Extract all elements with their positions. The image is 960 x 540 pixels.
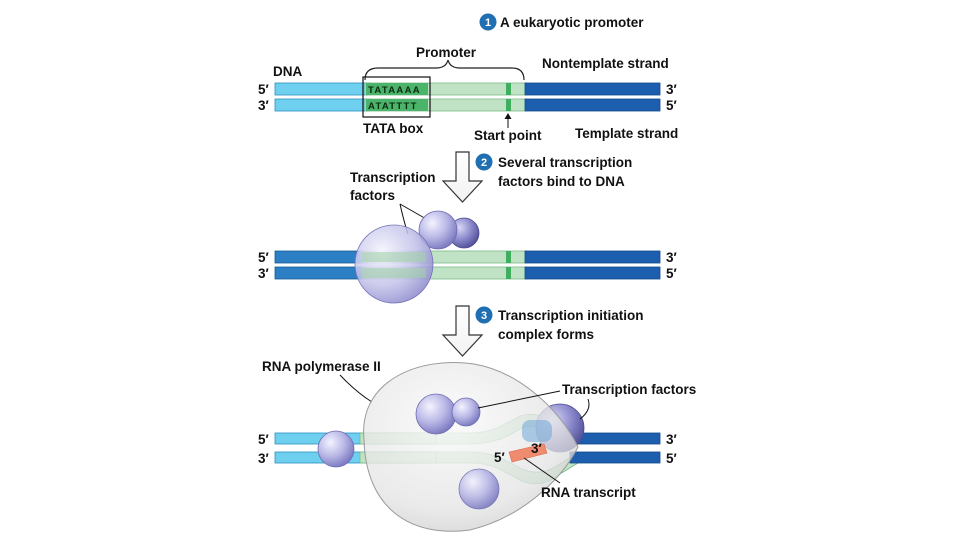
start-point-marker-bottom: [506, 99, 511, 111]
rna-polymerase-label: RNA polymerase II: [262, 359, 381, 374]
tf-medium: [418, 210, 458, 250]
dna-label: DNA: [273, 64, 302, 79]
five-prime-bottom-right: 5′: [666, 98, 677, 113]
tata-box-label: TATA box: [363, 121, 424, 136]
strand2-bottom-dark: [524, 266, 661, 280]
promoter-label: Promoter: [416, 45, 477, 60]
tf-bottom: [458, 468, 500, 510]
three-prime-bottom-left-2: 3′: [258, 266, 269, 281]
step1-header: 1 A eukaryotic promoter: [479, 13, 644, 31]
strand-top-light: [274, 82, 371, 96]
start-point2-bottom: [506, 267, 511, 279]
strand-bottom-light: [274, 98, 371, 112]
tata-sequence-bottom: ATATTTT: [368, 101, 418, 112]
nontemplate-strand-label: Nontemplate strand: [542, 56, 669, 71]
strand2-top-light: [274, 250, 368, 264]
three-prime-bottom-left: 3′: [258, 98, 269, 113]
tf-green-band-top: [362, 252, 426, 262]
dna-step2: [274, 250, 661, 280]
five-prime-top-left: 5′: [258, 82, 269, 97]
strand2-bottom-light: [274, 266, 368, 280]
tf-top-medium: [415, 393, 457, 435]
tf-green-band-bottom: [362, 268, 426, 278]
five-prime-top-left-2: 5′: [258, 250, 269, 265]
step3-title-line2: complex forms: [498, 327, 594, 342]
step2-title-line1: Several transcription: [498, 155, 632, 170]
transcription-factors-label-line2: factors: [350, 188, 395, 203]
transcription-factors-step2: [354, 210, 480, 304]
rna-transcript-pointer: [523, 457, 561, 484]
tf-large-tata-binding: [354, 224, 434, 304]
rna-transcript: [508, 443, 548, 463]
five-prime-bottom-right-2: 5′: [666, 266, 677, 281]
start-point-arrow: [504, 113, 512, 128]
five-prime-top-left-3: 5′: [258, 432, 269, 447]
initiation-complex: [317, 362, 585, 532]
tata-box-fill-top: [366, 83, 428, 95]
promoter-brace: [364, 59, 525, 81]
strand2-top-dark: [524, 250, 661, 264]
strand3-bottom-right: [569, 451, 661, 464]
tata-sequence-top: TATAAAA: [368, 85, 421, 96]
rna-five-prime: 5′: [494, 450, 505, 465]
step1-title: A eukaryotic promoter: [500, 15, 644, 30]
tata-box-outline: [362, 76, 431, 118]
rna-three-prime: 3′: [531, 441, 542, 456]
down-arrow-2: [441, 305, 484, 357]
rna-transcript-label: RNA transcript: [541, 485, 636, 500]
step2-number: 2: [481, 157, 487, 169]
tf-pointer-3b: [579, 398, 590, 420]
three-prime-bottom-left-3: 3′: [258, 451, 269, 466]
step2-title-line2: factors bind to DNA: [498, 174, 625, 189]
tf-top-small: [451, 397, 481, 427]
step1-number: 1: [485, 17, 491, 29]
three-prime-top-right: 3′: [666, 82, 677, 97]
step1-badge: [479, 13, 497, 31]
rna-polymerase-pointer: [339, 374, 373, 403]
dna-step1: TATAAAA ATATTTT: [274, 76, 661, 118]
template-strand-label: Template strand: [575, 126, 678, 141]
start-point-marker-top: [506, 83, 511, 95]
strand3-top-right: [569, 432, 661, 445]
step3-badge: [475, 306, 493, 324]
step3-title-line1: Transcription initiation: [498, 308, 644, 323]
tf-pointer-3a: [477, 390, 561, 409]
step3-header: 3 Transcription initiation complex forms: [475, 306, 644, 342]
strand-bottom-dark: [524, 98, 661, 112]
transcription-factors-label-line1: Transcription: [350, 170, 436, 185]
transcription-factors-label: Transcription factors: [562, 382, 696, 397]
down-arrow-1: [441, 151, 484, 203]
active-site-highlight: [522, 420, 552, 442]
step3-number: 3: [481, 310, 487, 322]
three-prime-top-right-2: 3′: [666, 250, 677, 265]
start-point-label: Start point: [474, 128, 542, 143]
tf-left-dna: [317, 430, 355, 468]
tata-box-fill-bottom: [366, 99, 428, 111]
start-point2-top: [506, 251, 511, 263]
strand-top-dark: [524, 82, 661, 96]
step2-badge: [475, 153, 493, 171]
three-prime-top-right-3: 3′: [666, 432, 677, 447]
five-prime-bottom-right-3: 5′: [666, 451, 677, 466]
rna-polymerase-body: [363, 362, 579, 532]
step2-header: 2 Several transcription factors bind to …: [475, 153, 632, 189]
